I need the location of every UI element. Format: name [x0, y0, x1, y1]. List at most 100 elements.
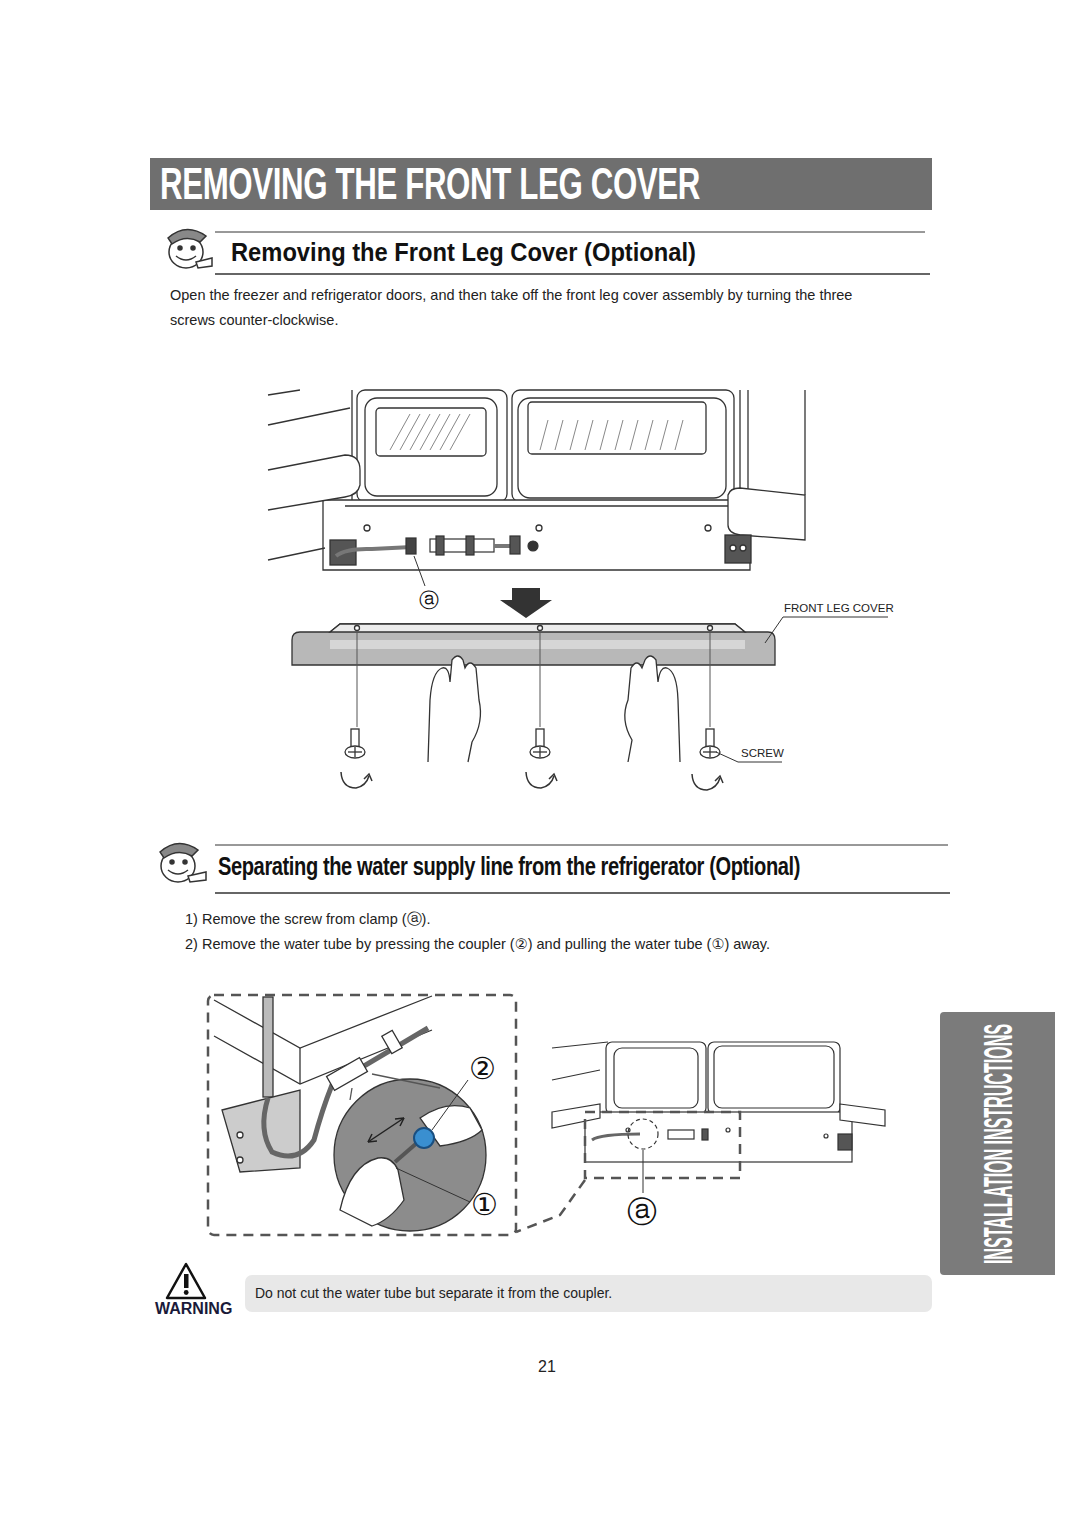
warning-icon [167, 1264, 205, 1298]
glass-hatch [570, 420, 578, 450]
glass-hatch [585, 420, 593, 450]
detail-view [340, 1158, 404, 1226]
refrigerator-overview [516, 1042, 885, 1232]
water-line [406, 538, 416, 554]
refrigerator-base [376, 408, 486, 456]
page-title: REMOVING THE FRONT LEG COVER [160, 161, 700, 207]
detail-view [414, 1128, 434, 1148]
front-leg-cover [538, 626, 543, 631]
refrigerator-base [804, 390, 805, 495]
callout-letter: ⓐ [627, 1195, 657, 1229]
warning-box: Do not cut the water tube but separate i… [245, 1275, 932, 1312]
section-heading: Separating the water supply line from th… [218, 851, 800, 881]
detail-view [432, 1080, 468, 1130]
detail-view [327, 1058, 368, 1091]
refrigerator-overview [592, 1134, 640, 1140]
front-leg-cover [292, 617, 888, 727]
detail-view [214, 996, 432, 1048]
warning-text: Do not cut the water tube but separate i… [245, 1275, 932, 1312]
screw [345, 746, 365, 758]
rotation-arrow [341, 772, 723, 790]
refrigerator-base [739, 390, 740, 490]
pointer-icon [170, 860, 174, 864]
heading-rule [215, 845, 948, 846]
detail-view [395, 1142, 418, 1162]
refrigerator-overview [708, 1042, 840, 1114]
detail-view [350, 1088, 352, 1100]
detail-view [368, 1118, 404, 1142]
title-band: REMOVING THE FRONT LEG COVER [150, 158, 932, 210]
detail-view [222, 1090, 300, 1172]
water-line [528, 541, 538, 551]
pointer-icon [168, 229, 212, 268]
callout-number: ② [469, 1052, 496, 1086]
screw [354, 747, 355, 757]
pointer-icon [160, 843, 198, 858]
step-text: 1) Remove the screw from clamp (ⓐ). [185, 909, 430, 929]
refrigerator-base [518, 398, 726, 498]
pointer-icon [178, 246, 182, 250]
down-arrow [500, 588, 552, 618]
front-leg-cover [355, 626, 360, 631]
pointer-icon [188, 872, 206, 882]
detail-view [382, 1030, 402, 1053]
refrigerator-overview [552, 1042, 608, 1080]
screw [345, 729, 782, 762]
detail-view [372, 1074, 440, 1088]
refrigerator-base [747, 390, 748, 490]
detail-view [396, 1168, 470, 1202]
callout-letter: ⓐ [419, 588, 439, 612]
refrigerator-overview [552, 1104, 600, 1128]
pointer-icon [168, 870, 188, 874]
detail-view [237, 1157, 243, 1163]
hand [428, 656, 680, 762]
heading-rule [215, 232, 950, 893]
pointer-icon [176, 256, 196, 260]
refrigerator-overview [840, 1104, 885, 1126]
warning-icon [184, 1290, 189, 1295]
glass-hatch [390, 414, 683, 450]
refrigerator-base [740, 545, 746, 551]
detail-view [208, 995, 516, 1235]
water-line [494, 544, 512, 548]
heading-rule [215, 273, 930, 275]
refrigerator-overview [714, 1046, 834, 1108]
front-leg-cover [330, 640, 745, 649]
refrigerator-base [536, 525, 542, 531]
pointer-icon [183, 860, 187, 864]
refrigerator-overview [614, 1048, 698, 1108]
refrigerator-overview [516, 1180, 585, 1232]
section-heading: Removing the Front Leg Cover (Optional) [231, 237, 696, 267]
glass-hatch [450, 414, 470, 450]
rotation-arrow [364, 774, 372, 781]
glass-hatch [540, 420, 548, 450]
refrigerator-base [268, 455, 360, 510]
refrigerator-overview [606, 1042, 706, 1114]
glass-hatch [390, 414, 410, 450]
front-leg-cover [330, 624, 745, 632]
warning-label: WARNING [155, 1300, 232, 1318]
refrigerator-overview [668, 1130, 694, 1139]
pointer-icon [196, 258, 212, 268]
detail-view [237, 1132, 243, 1138]
screw [709, 747, 710, 757]
hand [428, 656, 480, 762]
refrigerator-base [268, 548, 325, 560]
heading-rule [215, 892, 950, 894]
refrigerator-base [528, 402, 706, 454]
rotation-arrow [692, 774, 720, 790]
refrigerator-base [357, 390, 507, 502]
glass-hatch [400, 414, 420, 450]
front-leg-cover [710, 632, 711, 727]
refrigerator-base [345, 505, 735, 506]
water-line [336, 536, 538, 586]
refrigerator-overview [585, 1112, 740, 1178]
front-leg-cover [540, 632, 541, 727]
pointer-icon [168, 229, 206, 244]
refrigerator-base [728, 488, 805, 540]
rotation-arrow [341, 772, 369, 788]
refrigerator-base [730, 545, 736, 551]
detail-view [368, 1118, 404, 1142]
screw [351, 729, 359, 747]
